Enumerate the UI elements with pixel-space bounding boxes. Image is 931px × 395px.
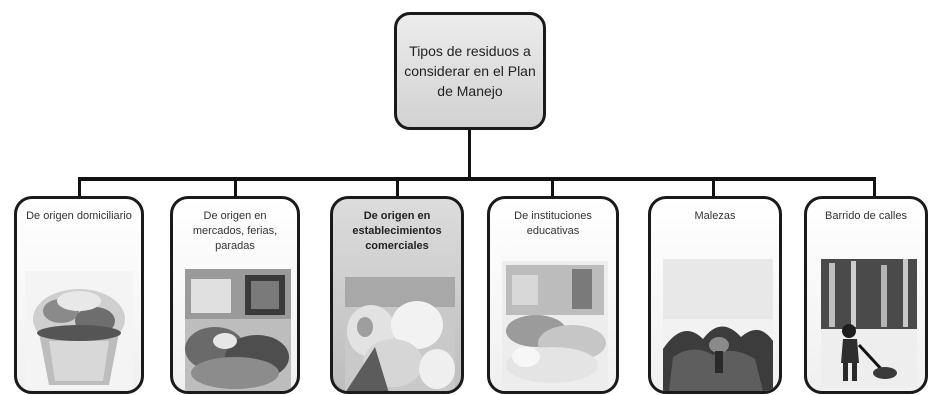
weeds-pile-icon <box>663 259 773 391</box>
household-trash-bag-icon <box>25 271 133 389</box>
category-label: De origen en mercados, ferias, paradas <box>192 210 278 252</box>
category-card-mercados: De origen en mercados, ferias, paradas <box>170 196 300 394</box>
category-card-domiciliario: De origen domiciliario <box>14 196 144 394</box>
horizontal-bus <box>78 177 876 181</box>
category-card-comerciales: De origen en establecimientos comerciale… <box>330 196 464 394</box>
drop-line-3 <box>396 177 399 198</box>
category-label: De origen en establecimientos comerciale… <box>352 210 442 252</box>
category-label: Malezas <box>694 210 736 222</box>
school-waste-icon <box>502 261 608 391</box>
drop-line-2 <box>234 177 237 198</box>
root-stem <box>468 130 471 179</box>
drop-line-6 <box>873 177 876 198</box>
category-card-educativas: De instituciones educativas <box>487 196 619 394</box>
drop-line-5 <box>712 177 715 198</box>
market-waste-icon <box>185 269 291 391</box>
category-label: De instituciones educativas <box>514 210 592 237</box>
commercial-waste-bags-icon <box>345 277 455 391</box>
category-card-barrido: Barrido de calles <box>804 196 928 394</box>
root-node: Tipos de residuos a considerar en el Pla… <box>394 12 546 130</box>
street-sweeper-icon <box>821 259 917 387</box>
root-label: Tipos de residuos a considerar en el Pla… <box>404 43 536 99</box>
drop-line-4 <box>551 177 554 198</box>
category-card-malezas: Malezas <box>648 196 782 394</box>
drop-line-1 <box>78 177 81 198</box>
category-label: De origen domiciliario <box>26 210 132 222</box>
category-label: Barrido de calles <box>825 210 907 222</box>
